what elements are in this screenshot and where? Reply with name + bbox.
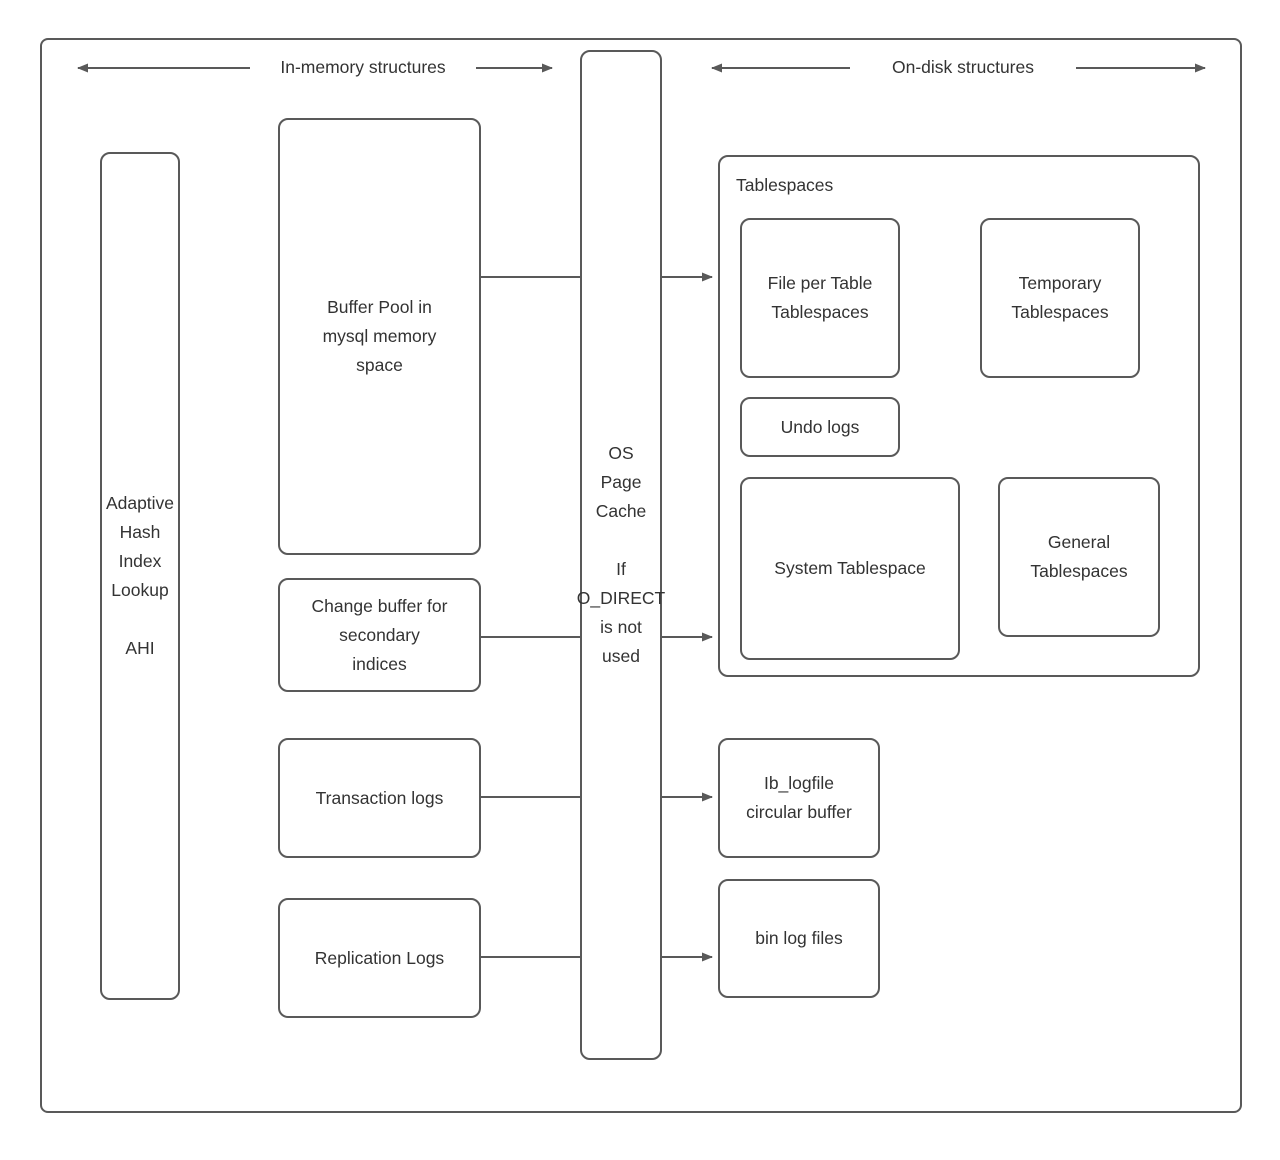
general-tablespaces-box[interactable]: General Tablespaces <box>998 477 1160 637</box>
bin-log-files-box[interactable]: bin log files <box>718 879 880 998</box>
header-label-on-disk: On-disk structures <box>892 57 1034 77</box>
file-per-table-tablespaces-box[interactable]: File per Table Tablespaces <box>740 218 900 378</box>
header-label-in-memory: In-memory structures <box>280 57 446 77</box>
replication-logs-box[interactable]: Replication Logs <box>278 898 481 1018</box>
transaction-logs-box[interactable]: Transaction logs <box>278 738 481 858</box>
diagram-outer-frame <box>40 38 1242 1113</box>
system-tablespace-box[interactable]: System Tablespace <box>740 477 960 660</box>
adaptive-hash-index-box[interactable]: Adaptive Hash Index Lookup AHI <box>100 152 180 1000</box>
buffer-pool-box[interactable]: Buffer Pool in mysql memory space <box>278 118 481 555</box>
undo-logs-box[interactable]: Undo logs <box>740 397 900 457</box>
change-buffer-box[interactable]: Change buffer for secondary indices <box>278 578 481 692</box>
ib-logfile-box[interactable]: Ib_logfile circular buffer <box>718 738 880 858</box>
os-page-cache-box[interactable]: OS Page Cache If O_DIRECT is not used <box>577 50 665 1060</box>
temporary-tablespaces-box[interactable]: Temporary Tablespaces <box>980 218 1140 378</box>
